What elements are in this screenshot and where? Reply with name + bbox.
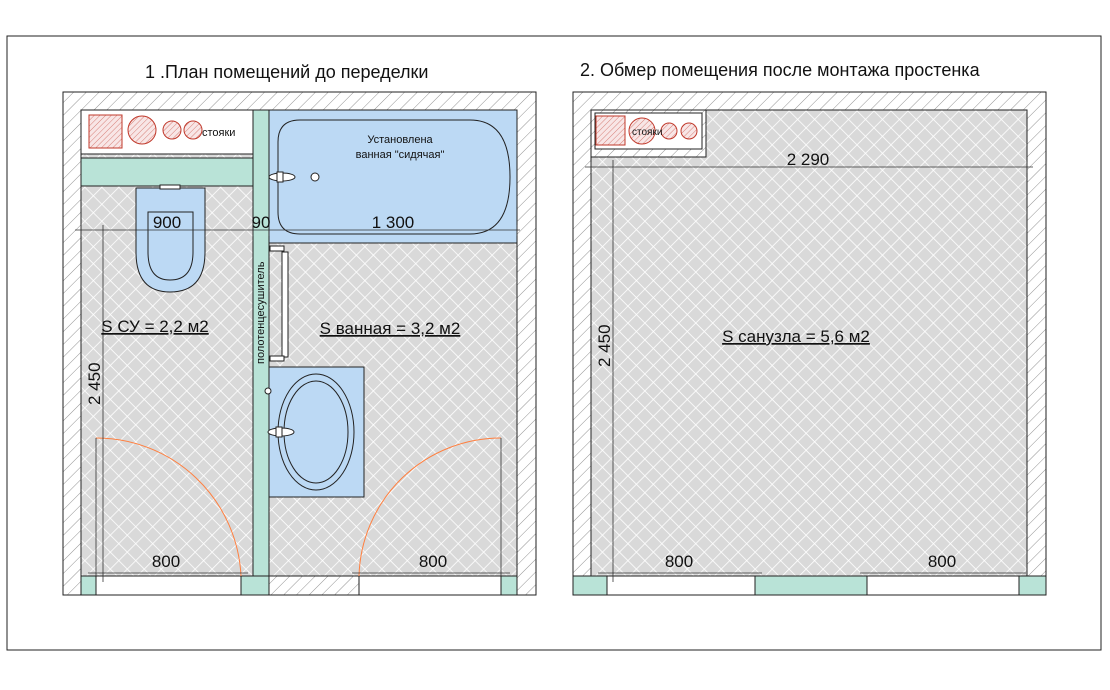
sink-icon — [264, 366, 365, 498]
riser-pipe-icon — [660, 122, 678, 140]
dim-height: 2 450 — [85, 362, 104, 405]
door-opening-right — [866, 575, 1020, 596]
riser-square-icon — [88, 114, 123, 149]
riser-pipe-icon — [183, 120, 203, 140]
dim-door-left: 800 — [152, 552, 180, 571]
riser-pipe-icon — [680, 122, 698, 140]
dim-door-right: 800 — [419, 552, 447, 571]
plan-before: 1 .План помещений до переделки стояки — [62, 62, 537, 596]
area-combined: S санузла = 5,6 м2 — [722, 327, 870, 346]
wall-segment — [500, 575, 518, 596]
drawing-frame — [6, 35, 1102, 651]
new-wall-segment — [754, 575, 868, 596]
riser-pipe-icon — [628, 117, 656, 145]
bath-faucet-icon — [268, 171, 296, 183]
riser-label: стояки — [202, 127, 235, 139]
dim-door-left: 800 — [665, 552, 693, 571]
towel-dryer-icon — [269, 245, 289, 362]
riser-pipe-icon — [162, 120, 182, 140]
dim-door-right: 800 — [928, 552, 956, 571]
plan1-title: 1 .План помещений до переделки — [145, 62, 428, 82]
riser-label: стояки — [632, 127, 662, 138]
riser-square-icon — [595, 115, 626, 146]
wall-segment — [572, 575, 608, 596]
bathtub-icon — [268, 109, 518, 244]
dim-bath-width: 1 300 — [372, 213, 415, 232]
bath-note-line1: Установлена — [367, 134, 433, 146]
wc-door-swing — [95, 437, 242, 577]
bath-note-line2: ванная "сидячая" — [356, 149, 445, 161]
wall-segment — [80, 575, 97, 596]
bath-door-swing — [358, 437, 502, 577]
wall-segment — [1018, 575, 1047, 596]
toilet-installation-ledge — [80, 157, 254, 187]
dim-partition: 90 — [252, 213, 271, 232]
dim-width: 2 290 — [787, 150, 830, 169]
door-opening-left — [606, 575, 756, 596]
area-wc: S СУ = 2,2 м2 — [101, 317, 208, 336]
wc-door-opening — [95, 575, 242, 596]
area-bath: S ванная = 3,2 м2 — [320, 319, 461, 338]
plan2-title: 2. Обмер помещения после монтажа простен… — [580, 60, 981, 80]
bath-door-opening — [358, 575, 502, 596]
towel-dryer-label: полотенцесушитель — [255, 261, 267, 364]
plan-after: 2. Обмер помещения после монтажа простен… — [572, 60, 1047, 596]
toilet-icon — [135, 184, 206, 293]
combined-room-floor — [590, 109, 1028, 577]
riser-pipe-icon — [127, 115, 157, 145]
dim-height: 2 450 — [595, 324, 614, 367]
wall-segment — [240, 575, 270, 596]
dim-wc-width: 900 — [153, 213, 181, 232]
